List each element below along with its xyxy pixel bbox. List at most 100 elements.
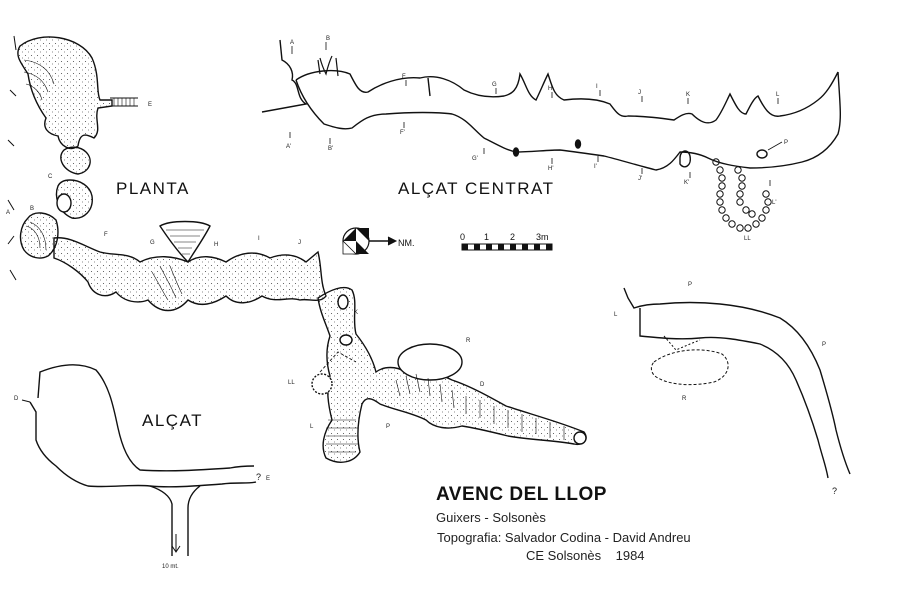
plan-main-gallery [53, 237, 327, 312]
ce-bead-chain [712, 158, 772, 232]
survey-credits: Topografia: Salvador Codina - David Andr… [437, 530, 691, 545]
ce-letter-i: I [596, 84, 598, 90]
plan-letter-a: A [6, 210, 10, 216]
el-d-leader [21, 399, 31, 403]
rs-letter-l: L [614, 312, 618, 318]
ce-letter-j: J [638, 90, 641, 96]
rs-dashed-link [663, 335, 701, 351]
plan-end-pit [573, 431, 587, 445]
ce-leader-p [767, 141, 783, 151]
ce-top-ticks [291, 42, 779, 104]
ce-letter-ll: LL [744, 236, 751, 242]
ce-letter-p: P [784, 140, 788, 146]
ce-letter-a-prime: A' [286, 144, 291, 150]
plan-contours-b [25, 221, 47, 251]
ce-letter-k: K [686, 92, 690, 98]
el-letter-e: E [266, 476, 270, 482]
depth-note: 10 mt. [162, 564, 179, 570]
rs-letter-p: P [822, 342, 826, 348]
plan-pillar-k2 [339, 334, 353, 346]
ce-letter-k-prime: K' [684, 180, 689, 186]
el-depth-arrow [171, 534, 181, 553]
rs-letter-p-top: P [688, 282, 692, 288]
plan-letter-j: J [298, 240, 301, 246]
plan-knobby-pit [311, 373, 333, 395]
scale-tick-1: 1 [484, 232, 489, 242]
ce-letter-l: L [776, 92, 780, 98]
ce-letter-b-prime: B' [328, 146, 333, 152]
plan-wall-marks [7, 35, 17, 281]
rs-letter-r: R [682, 396, 687, 402]
rs-unknown-mark: ? [832, 486, 837, 496]
plan-view [7, 35, 587, 463]
plan-funnel-hatch [166, 229, 204, 255]
ce-hole-p [756, 149, 768, 159]
north-label: NM. [398, 238, 415, 248]
el-upper-wall [37, 364, 255, 472]
central-elevation-view [261, 39, 841, 232]
survey-club-year: CE Solsonès 1984 [526, 548, 645, 563]
plan-contours-top [23, 59, 55, 101]
ce-letter-i-prime: I' [594, 164, 597, 170]
ce-left-wall [261, 39, 308, 113]
plan-title: PLANTA [116, 179, 190, 198]
plan-letter-i: I [258, 236, 260, 242]
ce-letter-a: A [290, 40, 294, 46]
plan-pillar [56, 193, 72, 213]
plan-letter-d: D [480, 382, 485, 388]
ce-letter-f: F [402, 74, 406, 80]
plan-letter-c: C [48, 174, 53, 180]
el-shaft [149, 485, 201, 556]
plan-letter-f: F [104, 232, 108, 238]
plan-entrance-chamber [17, 36, 113, 150]
plan-lower-hatch [326, 419, 358, 453]
plan-letter-e: E [148, 102, 152, 108]
ce-letter-h: H [548, 86, 552, 92]
plan-neck-1 [60, 146, 91, 175]
map-title: AVENC DEL LLOP [436, 484, 607, 505]
ce-floor [295, 71, 841, 171]
plan-lower-gallery [317, 286, 587, 463]
rs-chamber-r [650, 349, 729, 386]
plan-chamber-r [397, 343, 463, 381]
ce-stalactites-b [317, 55, 339, 77]
right-section-view [623, 287, 851, 479]
plan-contours-g [151, 265, 183, 301]
ce-letter-h-prime: H' [548, 166, 553, 172]
plan-chamber-b [19, 212, 59, 259]
plan-shaft-hatch [113, 98, 135, 106]
ce-pillar-k [679, 150, 692, 168]
plan-letter-r: R [466, 338, 471, 344]
plan-letter-g: G [150, 240, 155, 246]
plan-letter-b: B [30, 206, 34, 212]
el-letter-d: D [14, 396, 19, 402]
ce-letter-b: B [326, 36, 330, 42]
north-arrow-icon [342, 227, 398, 255]
ce-letter-j-prime: J' [638, 176, 642, 182]
ce-drop-1 [512, 147, 520, 157]
scale-bar [461, 243, 553, 251]
plan-letter-h: H [214, 242, 218, 248]
elevation-title: ALÇAT [142, 411, 203, 430]
plan-letter-l: L [310, 424, 314, 430]
rs-upper-wall [623, 287, 851, 475]
central-elevation-title: ALÇAT CENTRAT [398, 179, 554, 198]
plan-pillar-k [337, 294, 349, 310]
ce-bottom-ticks [289, 122, 771, 186]
scale-tick-0: 0 [460, 232, 465, 242]
map-subtitle: Guixers - Solsonès [436, 510, 546, 525]
ce-letter-f-prime: F' [400, 130, 405, 136]
plan-letter-ll: LL [288, 380, 295, 386]
ce-letter-l-prime: L' [772, 200, 776, 206]
scale-tick-2: 2 [510, 232, 515, 242]
plan-shaft-lines [110, 97, 138, 107]
ce-stalactite-f [427, 77, 431, 97]
elevation-view [21, 364, 257, 556]
plan-worm-hatch [395, 373, 565, 440]
ce-drop-2 [574, 139, 582, 149]
survey-year: 1984 [615, 548, 645, 563]
survey-club: CE Solsonès [526, 548, 602, 563]
scale-tick-3: 3m [536, 232, 549, 242]
plan-letter-k: K [354, 310, 358, 316]
